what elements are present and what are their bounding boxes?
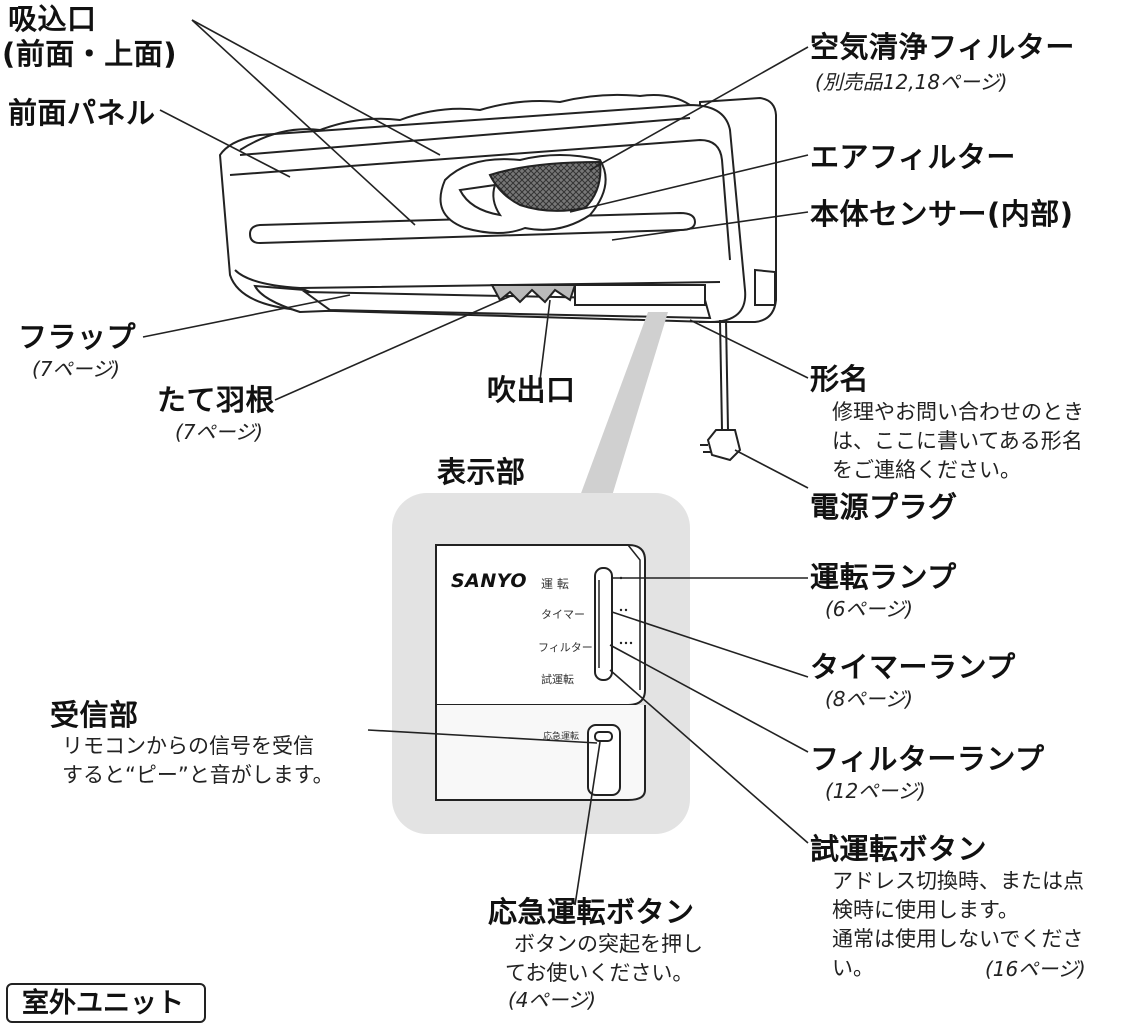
model-note-line-1: 修理やお問い合わせのとき xyxy=(832,400,1084,424)
front-panel-line xyxy=(229,138,731,261)
top-grille xyxy=(239,93,691,151)
test-note-line-3: 通常は使用しないでくださ xyxy=(832,927,1084,951)
emergency-note-line-1: ボタンの突起を押し xyxy=(514,932,703,956)
label-test-button: 試運転ボタン xyxy=(810,832,988,866)
outdoor-unit-heading: 室外ユニット xyxy=(6,983,206,1023)
label-intake: 吸込口 xyxy=(8,2,97,36)
lamp-strip xyxy=(594,567,613,681)
power-plug-icon xyxy=(706,429,742,462)
receiver-note-line-1: リモコンからの信号を受信 xyxy=(62,734,314,758)
emergency-button xyxy=(594,731,613,742)
label-intake-sub: (前面・上面) xyxy=(2,37,178,71)
emergency-note-line-2: てお使いください。 xyxy=(505,961,694,985)
test-note-ref: (16ページ) xyxy=(985,957,1086,981)
label-run-lamp-sub: (6ページ) xyxy=(825,597,913,621)
panel-row-timer: タイマー xyxy=(541,608,585,621)
label-display-section: 表示部 xyxy=(437,455,526,489)
label-outlet: 吹出口 xyxy=(487,373,576,407)
outlet-vanes xyxy=(490,284,577,304)
model-note-line-2: は、ここに書いてある形名 xyxy=(832,429,1083,453)
model-note-line-3: をご連絡ください。 xyxy=(832,458,1021,482)
label-body-sensor: 本体センサー(内部) xyxy=(810,197,1074,231)
label-emergency-button: 応急運転ボタン xyxy=(488,895,695,929)
panel-row-run: 運 転 xyxy=(541,577,569,591)
label-vane-sub: (7ページ) xyxy=(175,420,263,444)
label-air-clean-filter-sub: (別売品12,18ページ) xyxy=(815,70,1008,94)
filter-window xyxy=(439,154,607,234)
panel-row-test: 試運転 xyxy=(541,673,574,686)
label-power-plug: 電源プラグ xyxy=(810,490,958,524)
label-filter-lamp: フィルターランプ xyxy=(810,742,1045,776)
receiver-note-line-2: すると“ピー”と音がします。 xyxy=(62,763,334,787)
indoor-unit xyxy=(218,93,777,324)
test-note-line-4: い。 xyxy=(832,956,874,980)
zoom-funnel xyxy=(580,312,668,496)
label-receiver: 受信部 xyxy=(50,698,139,732)
label-model-name: 形名 xyxy=(810,362,870,396)
label-air-filter: エアフィルター xyxy=(810,140,1016,174)
panel-brand-logo: SANYO xyxy=(451,570,528,592)
test-note-line-1: アドレス切換時、または点 xyxy=(832,869,1084,893)
leader-lines xyxy=(142,19,809,906)
label-timer-lamp-sub: (8ページ) xyxy=(825,687,913,711)
label-front-panel: 前面パネル xyxy=(8,96,156,130)
panel-emergency-small-label: 応急運転 xyxy=(543,732,580,742)
label-flap: フラップ xyxy=(18,320,137,354)
label-run-lamp: 運転ランプ xyxy=(810,560,957,594)
display-panel xyxy=(435,544,646,801)
label-flap-sub: (7ページ) xyxy=(32,357,120,381)
panel-row-filter: フィルター xyxy=(538,641,593,654)
emergency-note-ref: (4ページ) xyxy=(508,988,596,1012)
label-air-clean-filter: 空気清浄フィルター xyxy=(810,30,1075,64)
label-filter-lamp-sub: (12ページ) xyxy=(825,779,926,803)
label-timer-lamp: タイマーランプ xyxy=(810,650,1016,684)
label-vane: たて羽根 xyxy=(157,383,276,417)
test-note-line-2: 検時に使用します。 xyxy=(832,898,1019,922)
